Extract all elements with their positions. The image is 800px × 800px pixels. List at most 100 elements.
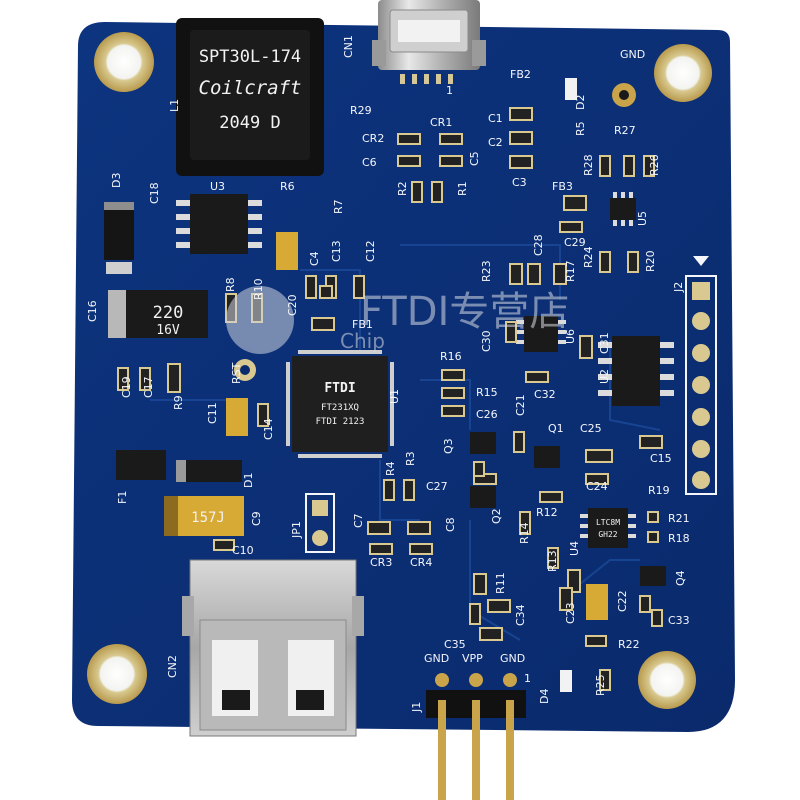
label-c32: C32	[534, 388, 556, 401]
label-r24: R24	[582, 246, 595, 268]
smd-passive	[367, 521, 391, 535]
label-c29: C29	[564, 236, 586, 249]
label-c8: C8	[444, 517, 457, 532]
label-j1-pin1: 1	[524, 672, 531, 685]
smd-passive	[563, 195, 587, 211]
test-point-rst[interactable]	[234, 359, 256, 381]
smd-passive	[527, 263, 541, 285]
chip-u2	[598, 336, 674, 406]
smd-passive	[383, 479, 395, 501]
label-c31: C31	[598, 332, 611, 354]
label-jp1: JP1	[290, 521, 303, 539]
label-u5: U5	[636, 211, 649, 226]
label-r5: R5	[574, 121, 587, 136]
diode-d3	[104, 202, 134, 274]
smd-passive	[257, 403, 269, 427]
transistors	[470, 432, 666, 586]
label-r9: R9	[172, 395, 185, 410]
smd-passive	[599, 669, 611, 691]
label-r15: R15	[476, 386, 498, 399]
label-cr4: CR4	[410, 556, 432, 569]
smd-passive	[167, 363, 181, 393]
label-r23: R23	[480, 260, 493, 282]
test-point-gnd[interactable]	[612, 83, 636, 107]
chip-u4: LTC8M GH22	[580, 508, 636, 548]
silkscreen-labels: CN1 1 L1 D3 C18 U3 R6 R7 R29 CR1 CR2 C6 …	[86, 35, 690, 713]
label-c27: C27	[426, 480, 448, 493]
smd-passive	[439, 155, 463, 167]
label-c19: C19	[120, 376, 133, 398]
jumper-jp1[interactable]	[305, 493, 335, 553]
c16-value: 220	[153, 303, 184, 323]
label-c11: C11	[206, 402, 219, 424]
label-r12: R12	[536, 506, 558, 519]
smd-passive	[397, 133, 421, 145]
watermark-line-2: Chip	[340, 329, 385, 353]
smd-passive	[509, 131, 533, 145]
label-c35: C35	[444, 638, 466, 651]
smd-passive	[473, 573, 487, 595]
label-c33: C33	[668, 614, 690, 627]
chip-u6	[516, 316, 566, 352]
capacitor-c20	[276, 232, 298, 270]
smd-passive	[623, 155, 635, 177]
micro-usb-connector-cn1[interactable]	[372, 0, 486, 84]
capacitor-c11	[226, 398, 248, 436]
mounting-hole-bottom-left	[87, 644, 147, 704]
smd-passive	[599, 155, 611, 177]
label-c10: C10	[232, 544, 254, 557]
transistor-q1	[534, 446, 560, 468]
fuse-f1	[116, 450, 166, 480]
label-c22: C22	[616, 590, 629, 612]
label-d3: D3	[110, 173, 123, 188]
label-r18: R18	[668, 532, 690, 545]
label-r16: R16	[440, 350, 462, 363]
chip-u3	[176, 194, 262, 254]
header-j2[interactable]	[685, 256, 717, 495]
label-r29: R29	[350, 104, 372, 117]
smd-passive	[509, 107, 533, 121]
label-r2: R2	[396, 181, 409, 196]
label-c26: C26	[476, 408, 498, 421]
label-r1: R1	[456, 181, 469, 196]
label-q3: Q3	[442, 438, 455, 454]
smd-passive	[397, 155, 421, 167]
label-r13: R13	[546, 550, 559, 572]
label-r21: R21	[668, 512, 690, 525]
label-l1: L1	[168, 99, 181, 112]
smd-passive	[539, 491, 563, 503]
transistor-q4	[640, 566, 666, 586]
smd-passive	[553, 263, 567, 285]
smd-passive	[469, 603, 481, 625]
label-r11: R11	[494, 572, 507, 594]
smd-passive	[213, 539, 235, 551]
label-j2: J2	[672, 282, 685, 293]
label-d1: D1	[242, 473, 255, 488]
label-c16: C16	[86, 300, 99, 322]
transistor-q2	[470, 486, 496, 508]
smd-passive	[439, 133, 463, 145]
inductor-marking-3: 2049 D	[219, 113, 280, 133]
transistor-q3	[470, 432, 496, 454]
label-r19: R19	[648, 484, 670, 497]
label-c20: C20	[286, 294, 299, 316]
watermark: FTDI专营店 Chip	[226, 286, 569, 354]
mounting-hole-bottom-right	[638, 651, 696, 709]
label-fb3: FB3	[552, 180, 573, 193]
c9-marking: 157J	[191, 510, 225, 526]
label-c13: C13	[330, 240, 343, 262]
usb-a-connector-cn2[interactable]	[182, 559, 364, 737]
label-cn1-pin1: 1	[446, 84, 453, 97]
label-u2: U2	[598, 369, 611, 384]
label-r7: R7	[332, 199, 345, 214]
capacitor-c22	[586, 584, 608, 620]
label-u6: U6	[564, 329, 577, 344]
smd-passive	[643, 155, 655, 177]
smd-passive	[353, 275, 365, 299]
header-j1[interactable]	[426, 673, 526, 800]
smd-passive	[473, 461, 485, 477]
smd-passive	[369, 543, 393, 555]
label-c2: C2	[488, 136, 503, 149]
label-fb1: FB1	[352, 318, 373, 331]
smd-passive	[525, 371, 549, 383]
